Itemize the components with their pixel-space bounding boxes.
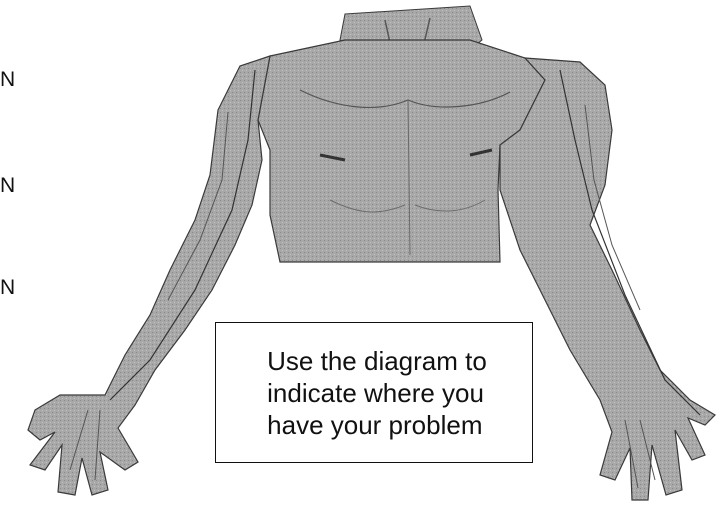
instruction-text: Use the diagram to indicate where you ha… bbox=[261, 345, 487, 441]
instruction-box: Use the diagram to indicate where you ha… bbox=[215, 322, 533, 463]
